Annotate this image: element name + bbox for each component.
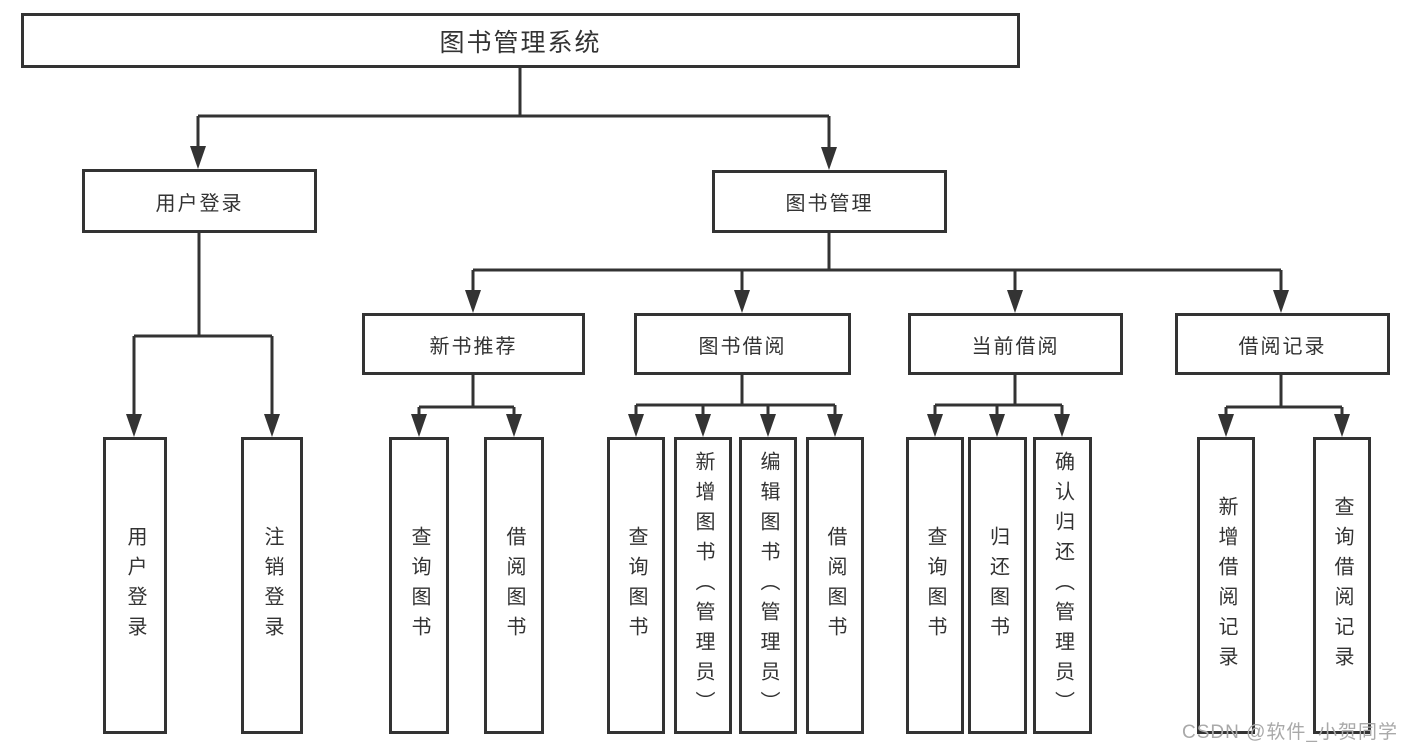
- leaf-record-query-label: 查询借阅记录: [1331, 495, 1353, 676]
- node-root: 图书管理系统: [21, 13, 1020, 68]
- leaf-current-confirm-admin: 确认归还（管理员）: [1033, 437, 1092, 734]
- node-user-login: 用户登录: [82, 169, 317, 233]
- leaf-newbook-query: 查询图书: [389, 437, 449, 734]
- leaf-borrow-edit-admin-label: 编辑图书（管理员）: [757, 450, 779, 721]
- node-new-book: 新书推荐: [362, 313, 585, 375]
- leaf-logout: 注销登录: [241, 437, 303, 734]
- leaf-current-query-label: 查询图书: [924, 525, 946, 646]
- leaf-user-login: 用户登录: [103, 437, 167, 734]
- leaf-newbook-borrow: 借阅图书: [484, 437, 544, 734]
- leaf-current-return: 归还图书: [968, 437, 1027, 734]
- node-book-borrow: 图书借阅: [634, 313, 851, 375]
- node-book-management-label: 图书管理: [785, 193, 874, 215]
- node-borrow-record-label: 借阅记录: [1238, 335, 1327, 358]
- leaf-current-query: 查询图书: [906, 437, 964, 734]
- node-borrow-record: 借阅记录: [1175, 313, 1390, 375]
- leaf-borrow-add-admin: 新增图书（管理员）: [674, 437, 732, 734]
- arrowheads: [126, 146, 1350, 437]
- csdn-watermark: CSDN @软件_小贺同学: [1182, 722, 1398, 743]
- leaf-newbook-query-label: 查询图书: [408, 525, 430, 646]
- node-user-login-label: 用户登录: [155, 192, 244, 215]
- node-root-label: 图书管理系统: [439, 28, 602, 57]
- leaf-borrow-query: 查询图书: [607, 437, 665, 734]
- leaf-borrow-add-admin-label: 新增图书（管理员）: [692, 450, 714, 721]
- leaf-borrow-book: 借阅图书: [806, 437, 864, 734]
- node-new-book-label: 新书推荐: [429, 335, 518, 358]
- leaf-borrow-book-label: 借阅图书: [824, 525, 846, 646]
- node-current-borrow-label: 当前借阅: [971, 335, 1060, 358]
- leaf-record-add-label: 新增借阅记录: [1215, 495, 1237, 676]
- leaf-current-return-label: 归还图书: [986, 525, 1009, 646]
- node-current-borrow: 当前借阅: [908, 313, 1123, 375]
- leaf-newbook-borrow-label: 借阅图书: [503, 525, 525, 646]
- leaf-user-login-label: 用户登录: [124, 525, 146, 646]
- leaf-record-add: 新增借阅记录: [1197, 437, 1255, 734]
- node-book-borrow-label: 图书借阅: [698, 335, 787, 358]
- leaf-logout-label: 注销登录: [261, 525, 283, 646]
- node-book-management: 图书管理: [712, 170, 947, 233]
- leaf-record-query: 查询借阅记录: [1313, 437, 1371, 734]
- leaf-borrow-edit-admin: 编辑图书（管理员）: [739, 437, 797, 734]
- leaf-current-confirm-admin-label: 确认归还（管理员）: [1051, 450, 1074, 721]
- leaf-borrow-query-label: 查询图书: [625, 525, 647, 646]
